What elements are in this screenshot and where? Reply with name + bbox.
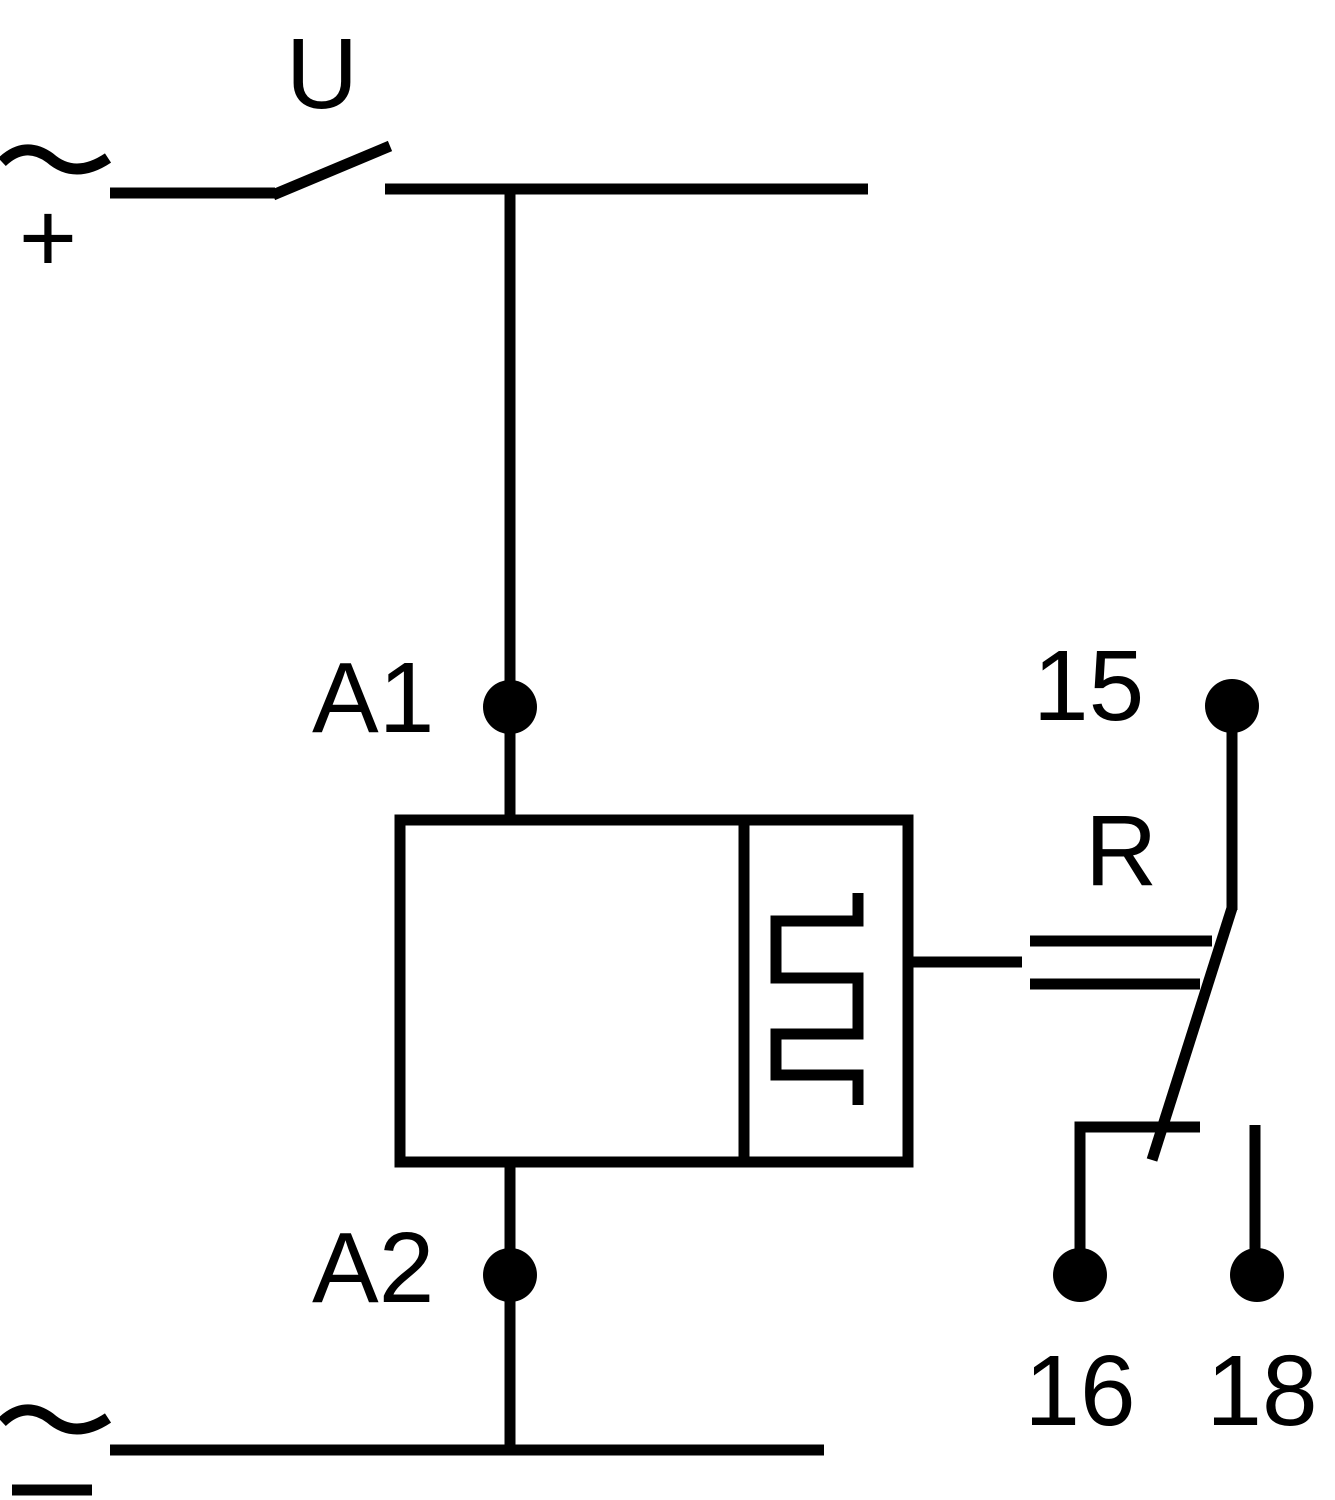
terminal-15-label: 15 xyxy=(1033,630,1144,742)
relay-coil-box xyxy=(394,814,914,1168)
a1-label: A1 xyxy=(312,642,434,754)
terminal-18-dot xyxy=(1230,1248,1284,1302)
contact-blade xyxy=(1146,906,1238,1162)
bottom-tilde-symbol xyxy=(0,1404,112,1435)
a2-label: A2 xyxy=(312,1212,434,1324)
terminal-16-dot xyxy=(1053,1248,1107,1302)
pulse-waveform-icon xyxy=(770,893,864,1105)
a1-terminal-dot xyxy=(483,680,537,734)
a2-terminal-dot xyxy=(483,1248,537,1302)
top-supply-sign: + xyxy=(19,182,77,294)
supply-switch-label: U xyxy=(286,18,358,130)
terminal-18-label: 18 xyxy=(1206,1335,1317,1447)
supply-switch-blade xyxy=(270,140,393,201)
terminal-16-label: 16 xyxy=(1024,1335,1135,1447)
nc-contact-wire xyxy=(1074,1121,1200,1275)
top-tilde-symbol xyxy=(0,144,112,175)
contact-r-label: R xyxy=(1085,795,1157,907)
